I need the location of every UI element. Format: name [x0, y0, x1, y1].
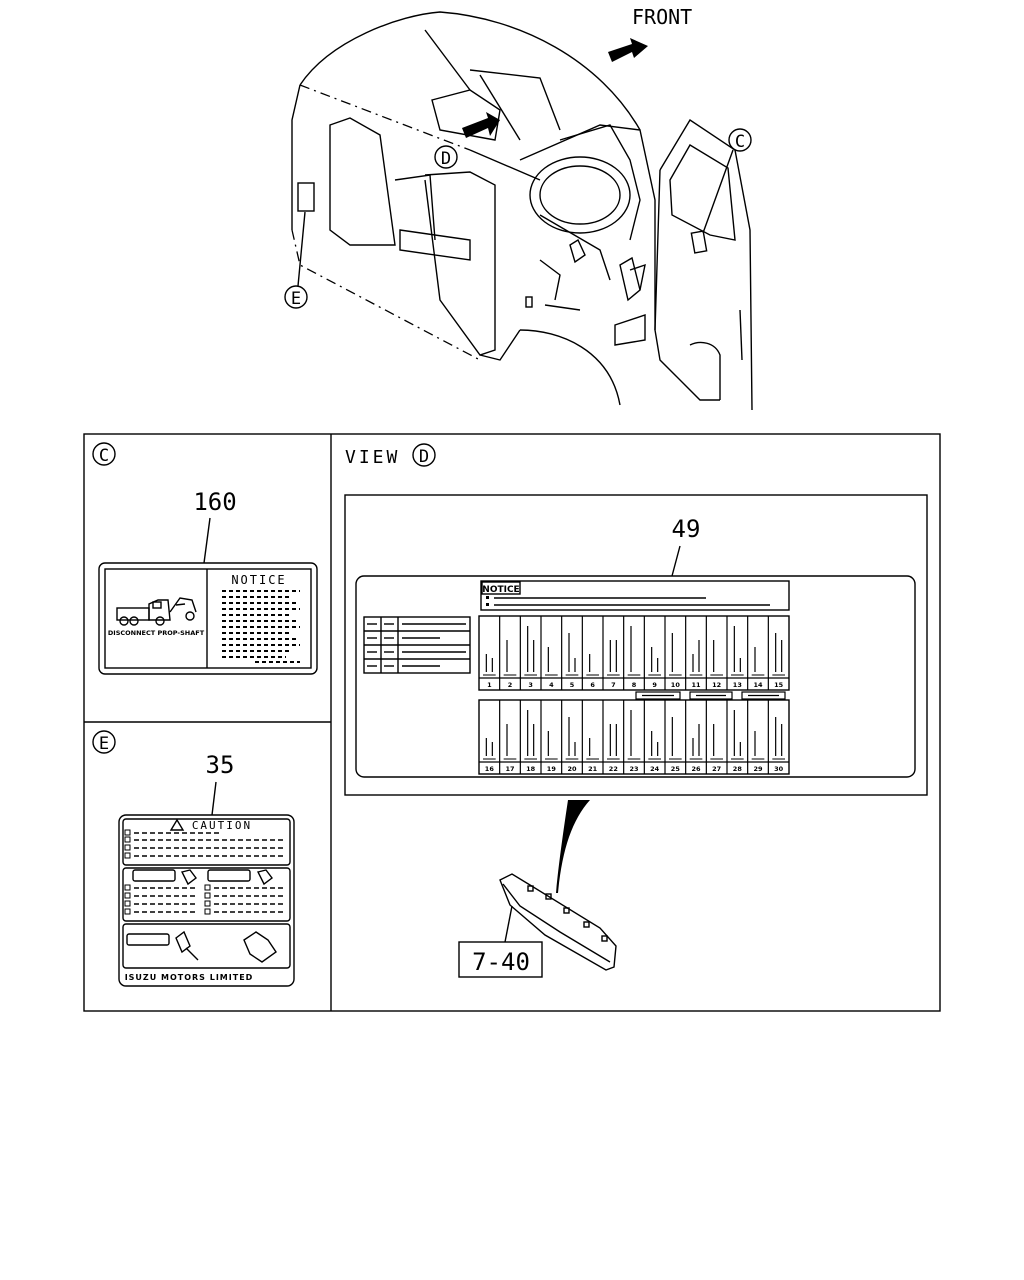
callout-e: E — [291, 289, 301, 309]
callout-c: C — [735, 132, 745, 152]
callout-e-circle — [284, 285, 308, 309]
mechanism-icon — [243, 931, 277, 963]
panel-e-callout: E — [99, 734, 109, 754]
fuse-number-bottom-12: 27 — [712, 765, 721, 773]
fuse-number-top-2: 2 — [508, 681, 513, 689]
front-label: FRONT — [632, 5, 692, 29]
fuse-number-bottom-11: 26 — [691, 765, 701, 773]
fuse-number-top-5: 5 — [570, 681, 575, 689]
fuse-number-top-14: 14 — [753, 681, 763, 689]
fuse-number-bottom-1: 16 — [485, 765, 495, 773]
detail-frame — [83, 433, 941, 1012]
front-arrow-icon — [608, 38, 648, 62]
notice-heading: NOTICE — [231, 573, 286, 587]
gear-icon — [180, 869, 197, 886]
fuse-number-top-11: 11 — [691, 681, 701, 689]
caution-label-35: CAUTION ISUZU MOTORS LIMITED — [118, 814, 295, 987]
truck-icon — [116, 597, 197, 626]
fuse-number-bottom-3: 18 — [526, 765, 536, 773]
panel-e: E 35 CAUTION ISUZU MOTORS LIMITED — [92, 730, 295, 987]
fuse-number-top-12: 12 — [712, 681, 721, 689]
fuse-number-bottom-8: 23 — [629, 765, 638, 773]
notice-caption: DISCONNECT PROP-SHAFT — [108, 629, 205, 637]
callout-d-circle — [434, 145, 458, 169]
fuse-number-top-10: 10 — [671, 681, 681, 689]
fuse-legend-table — [363, 616, 471, 674]
caution-footer: ISUZU MOTORS LIMITED — [125, 973, 254, 982]
fuse-number-top-6: 6 — [590, 681, 595, 689]
view-d-arrow-icon — [462, 112, 500, 138]
fuse-number-top-9: 9 — [652, 681, 657, 689]
fuse-cover-illustration — [499, 800, 617, 971]
fuse-number-bottom-10: 25 — [671, 765, 681, 773]
fuse-number-bottom-6: 21 — [588, 765, 598, 773]
sticker-e-location — [297, 182, 315, 212]
fuse-number-bottom-14: 29 — [753, 765, 763, 773]
fuse-number-top-7: 7 — [611, 681, 616, 689]
ref-number-7-40: 7-40 — [472, 948, 530, 976]
fuse-number-top-15: 15 — [774, 681, 784, 689]
fuse-number-bottom-5: 20 — [567, 765, 577, 773]
fuse-number-top-13: 13 — [733, 681, 742, 689]
hand-lever-icon — [175, 930, 199, 961]
gear-icon-2 — [256, 869, 273, 886]
ref-box — [458, 941, 543, 978]
panel-c-callout: C — [99, 446, 109, 466]
callout-d: D — [441, 149, 451, 169]
part-number-35: 35 — [206, 751, 235, 779]
view-d-callout: D — [419, 447, 429, 467]
fuse-number-top-8: 8 — [632, 681, 637, 689]
fuse-number-top-1: 1 — [487, 681, 492, 689]
notice-label-160: NOTICE DISCONNECT PROP-SHAFT — [98, 562, 318, 675]
fuse-notice-heading: NOTICE — [482, 585, 519, 595]
warning-triangle-icon — [169, 818, 185, 831]
fuse-number-bottom-13: 28 — [733, 765, 743, 773]
part-number-160: 160 — [193, 488, 236, 516]
fuse-number-bottom-9: 24 — [650, 765, 660, 773]
panel-c: C 160 NOTICE DISCONNECT PROP-SHAFT — [92, 442, 318, 675]
fuse-number-bottom-15: 30 — [774, 765, 784, 773]
fuse-number-top-4: 4 — [549, 681, 554, 689]
fuse-number-bottom-4: 19 — [547, 765, 557, 773]
fuse-number-bottom-2: 17 — [505, 765, 514, 773]
fuse-number-top-3: 3 — [528, 681, 533, 689]
cab-illustration: FRONT — [284, 5, 753, 411]
part-number-49: 49 — [672, 515, 701, 543]
callout-c-circle — [728, 128, 752, 152]
caution-heading: CAUTION — [192, 819, 252, 832]
fuse-box-cover-outline — [344, 494, 928, 796]
fuse-number-bottom-7: 22 — [609, 765, 618, 773]
view-label: VIEW — [345, 447, 400, 468]
